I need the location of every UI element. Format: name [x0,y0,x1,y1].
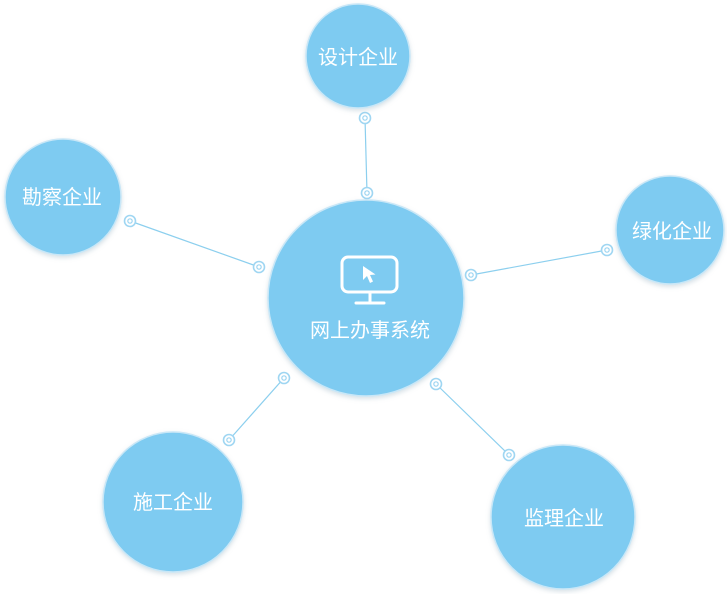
connector-dot [252,260,266,274]
node-label-center: 网上办事系统 [310,318,430,342]
connector-greening [470,249,608,276]
connector-design [364,117,368,194]
connector-construction [228,377,285,441]
node-construction[interactable]: 施工企业 [102,431,244,573]
node-supervision[interactable]: 监理企业 [490,444,636,590]
node-label-construction: 施工企业 [133,490,213,514]
connector-dot [429,377,443,391]
node-greening[interactable]: 绿化企业 [615,175,725,285]
node-label-design: 设计企业 [318,45,398,69]
connector-dot [600,243,614,257]
connector-dot [502,448,516,462]
node-design[interactable]: 设计企业 [305,3,411,109]
connector-dot [358,111,372,125]
connector-dot [464,268,478,282]
node-label-survey: 勘察企业 [22,185,102,209]
connector-dot [123,214,137,228]
node-label-greening: 绿化企业 [632,219,712,243]
node-label-supervision: 监理企业 [524,506,604,530]
connectors [129,117,608,456]
connector-supervision [435,383,510,456]
connector-survey [129,220,260,268]
node-survey[interactable]: 勘察企业 [4,138,122,256]
connector-dot [277,371,291,385]
node-center[interactable]: 网上办事系统 [267,199,465,397]
monitor-cursor-icon [340,255,399,305]
connector-dot [222,433,236,447]
connector-dot [360,186,374,200]
connector-dots [123,111,614,462]
